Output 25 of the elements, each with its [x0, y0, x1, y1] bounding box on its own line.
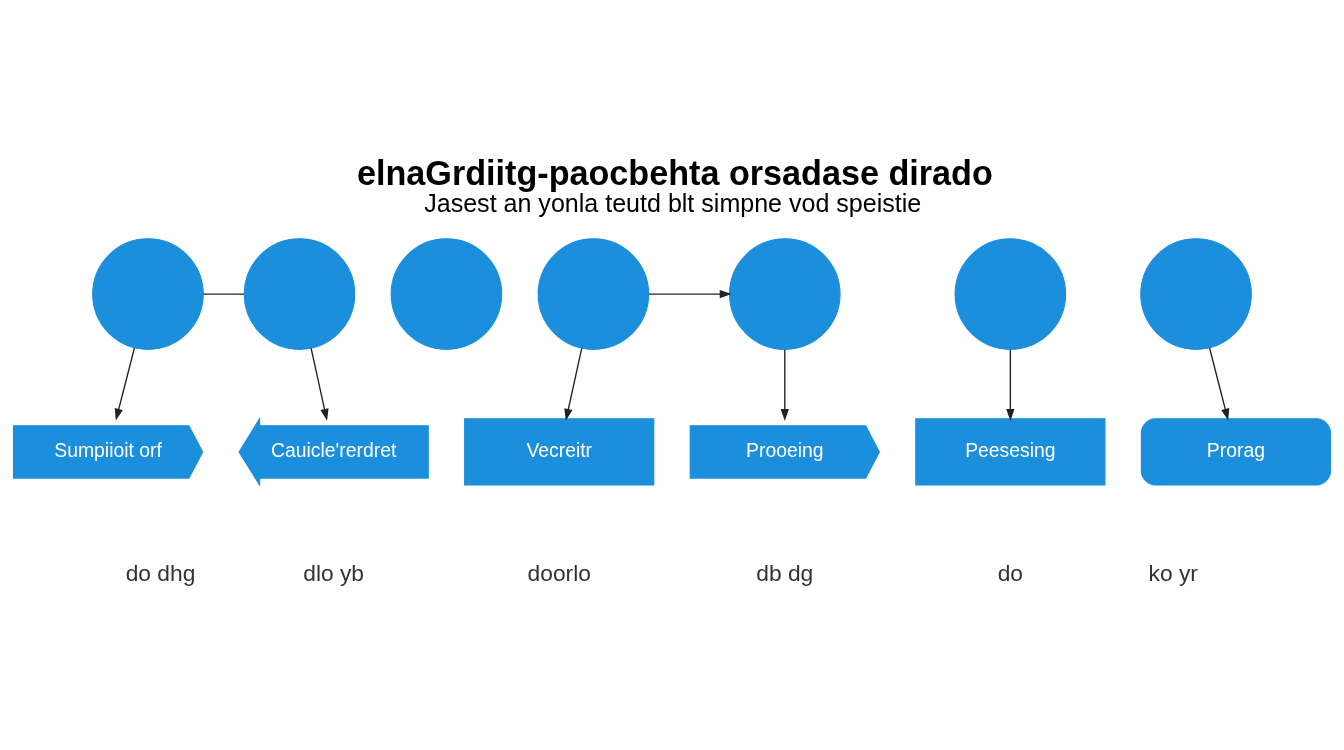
arrow [780, 348, 789, 421]
label: do dhg [125, 559, 196, 586]
node-circle [1140, 238, 1252, 350]
node-box: Vecreitr [464, 418, 655, 486]
node-circle [92, 238, 204, 350]
node-circle [537, 238, 650, 350]
label: dlo yb [303, 559, 365, 586]
node-circle [728, 238, 841, 350]
label: db dg [756, 559, 814, 586]
diagram-title: elnaGrdiitg-paocbehta orsadase dirado [357, 154, 993, 193]
label: do [997, 559, 1024, 586]
label: doorlo [527, 559, 591, 586]
node-circle [390, 238, 503, 350]
arrow [648, 289, 732, 299]
connector [202, 293, 245, 295]
node-box: Peesesing [915, 418, 1106, 486]
arrow [564, 347, 583, 421]
arrow [1006, 348, 1015, 421]
arrow [1208, 347, 1230, 421]
node-box: Prorag [1140, 418, 1332, 486]
node-circle [243, 238, 356, 350]
node-circle [954, 238, 1067, 350]
arrow [114, 347, 136, 421]
label: ko yr [1148, 559, 1198, 586]
arrow [310, 347, 329, 421]
